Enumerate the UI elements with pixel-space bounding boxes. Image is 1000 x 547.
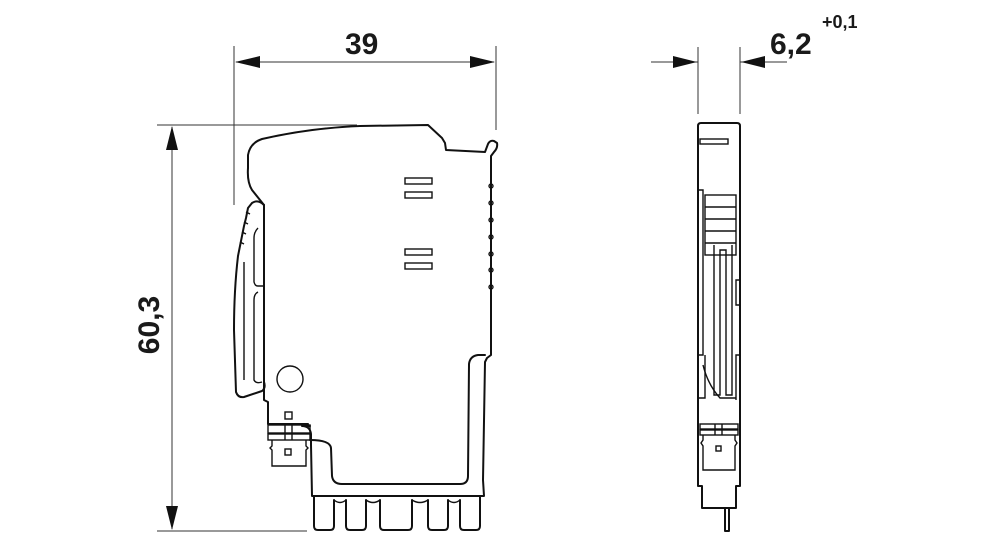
width-dimension-label: 39 (345, 28, 379, 61)
connector-left (267, 424, 311, 467)
height-dimension (157, 124, 357, 532)
height-dimension-label: 60,3 (133, 295, 166, 355)
round-indicator (276, 365, 304, 393)
bottom-pins (313, 495, 481, 531)
front-view (697, 122, 741, 532)
thickness-dimension-label: 6,2 (770, 28, 812, 61)
side-view (233, 124, 499, 531)
thickness-tolerance-label: +0,1 (822, 12, 858, 32)
label-slots (404, 177, 433, 270)
thickness-dimension (651, 47, 787, 114)
edge-ribs (488, 183, 494, 290)
